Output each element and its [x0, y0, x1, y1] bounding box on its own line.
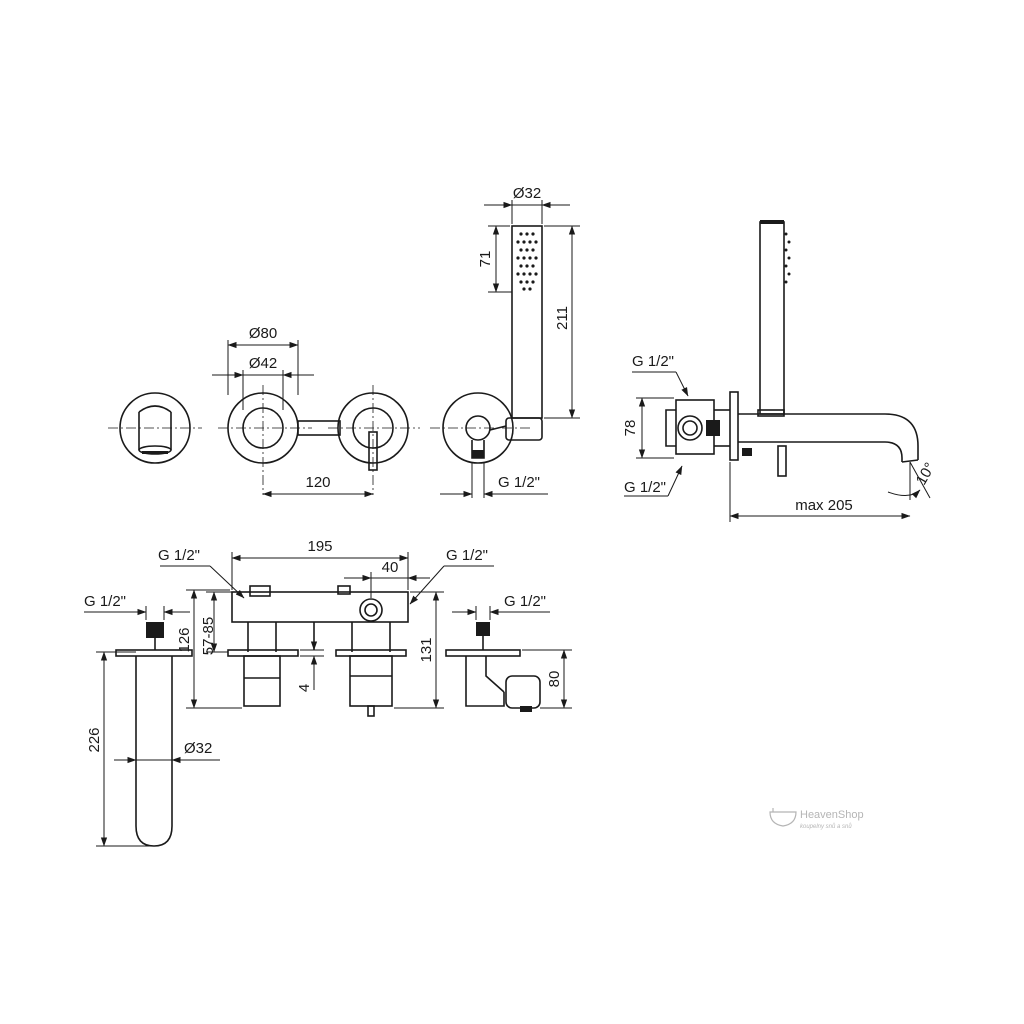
label-80-holder: 80 — [546, 671, 563, 688]
spout-rosette-front-view — [108, 392, 202, 464]
dim-body-thread-left: G 1/2" — [158, 547, 245, 599]
dim-57-85: 57-85 — [200, 591, 232, 655]
label-d80: Ø80 — [249, 325, 277, 342]
dim-126: 126 — [176, 589, 242, 709]
dim-211: 211 — [544, 225, 580, 419]
dim-holder-thread: G 1/2" — [452, 593, 550, 620]
label-195: 195 — [307, 538, 332, 555]
label-g-spout: G 1/2" — [84, 593, 126, 610]
watermark-brand: HeavenShop — [800, 809, 864, 821]
dim-side-thread-bottom: G 1/2" — [624, 465, 683, 497]
label-g-side-bottom: G 1/2" — [624, 479, 666, 496]
label-78: 78 — [622, 420, 639, 437]
side-spray-holes — [784, 232, 791, 284]
label-angle: 10° — [913, 460, 939, 488]
label-226: 226 — [86, 727, 103, 752]
label-d32-hand: Ø32 — [513, 185, 541, 202]
label-g-side-top: G 1/2" — [632, 353, 674, 370]
label-211: 211 — [554, 306, 571, 330]
hose-holder-side — [445, 622, 541, 712]
dim-hose-thread: G 1/2" — [440, 462, 548, 498]
dim-131: 131 — [394, 591, 444, 709]
label-57-85: 57-85 — [200, 617, 217, 655]
dim-hand-diameter-32: Ø32 — [484, 185, 570, 224]
label-4: 4 — [296, 684, 313, 692]
label-max205: max 205 — [795, 497, 853, 514]
label-g-body-right: G 1/2" — [446, 547, 488, 564]
side-view-assembly — [665, 220, 919, 477]
bathtub-logo-icon — [769, 811, 797, 827]
dim-80-holder: 80 — [522, 649, 572, 709]
label-71: 71 — [477, 251, 494, 268]
label-131: 131 — [418, 637, 435, 662]
dim-spout-thread: G 1/2" — [84, 593, 190, 620]
label-g-hose: G 1/2" — [498, 474, 540, 491]
label-d32-spout: Ø32 — [184, 740, 212, 757]
label-40: 40 — [382, 559, 399, 576]
dim-body-thread-right: G 1/2" — [409, 547, 494, 605]
label-126: 126 — [176, 627, 193, 652]
dim-diameter-80: Ø80 — [227, 325, 299, 395]
label-d42: Ø42 — [249, 355, 277, 372]
dim-226: 226 — [86, 651, 154, 847]
dim-195: 195 — [231, 538, 409, 590]
label-120: 120 — [305, 474, 330, 491]
dim-diameter-42: Ø42 — [212, 355, 314, 410]
spray-nozzle-holes — [516, 232, 538, 291]
dim-side-thread-top: G 1/2" — [632, 353, 689, 397]
heavenshop-watermark: HeavenShop koupelny snů a snů — [769, 808, 864, 830]
dim-120: 120 — [262, 474, 374, 498]
dim-spout-diameter-32: Ø32 — [114, 740, 220, 764]
dim-78: 78 — [622, 397, 674, 459]
mixer-body-section — [227, 585, 409, 717]
mixer-plates-front-view — [218, 385, 420, 495]
label-g-body-left: G 1/2" — [158, 547, 200, 564]
dim-4: 4 — [296, 630, 324, 692]
dim-angle-10: 10° — [887, 460, 939, 500]
hand-shower-front-view — [430, 225, 543, 464]
label-g-holder: G 1/2" — [504, 593, 546, 610]
dim-max-205: max 205 — [729, 462, 911, 522]
watermark-tagline: koupelny snů a snů — [800, 823, 852, 830]
dim-71: 71 — [477, 225, 512, 293]
spout-side — [115, 622, 193, 847]
dim-40: 40 — [344, 559, 430, 598]
